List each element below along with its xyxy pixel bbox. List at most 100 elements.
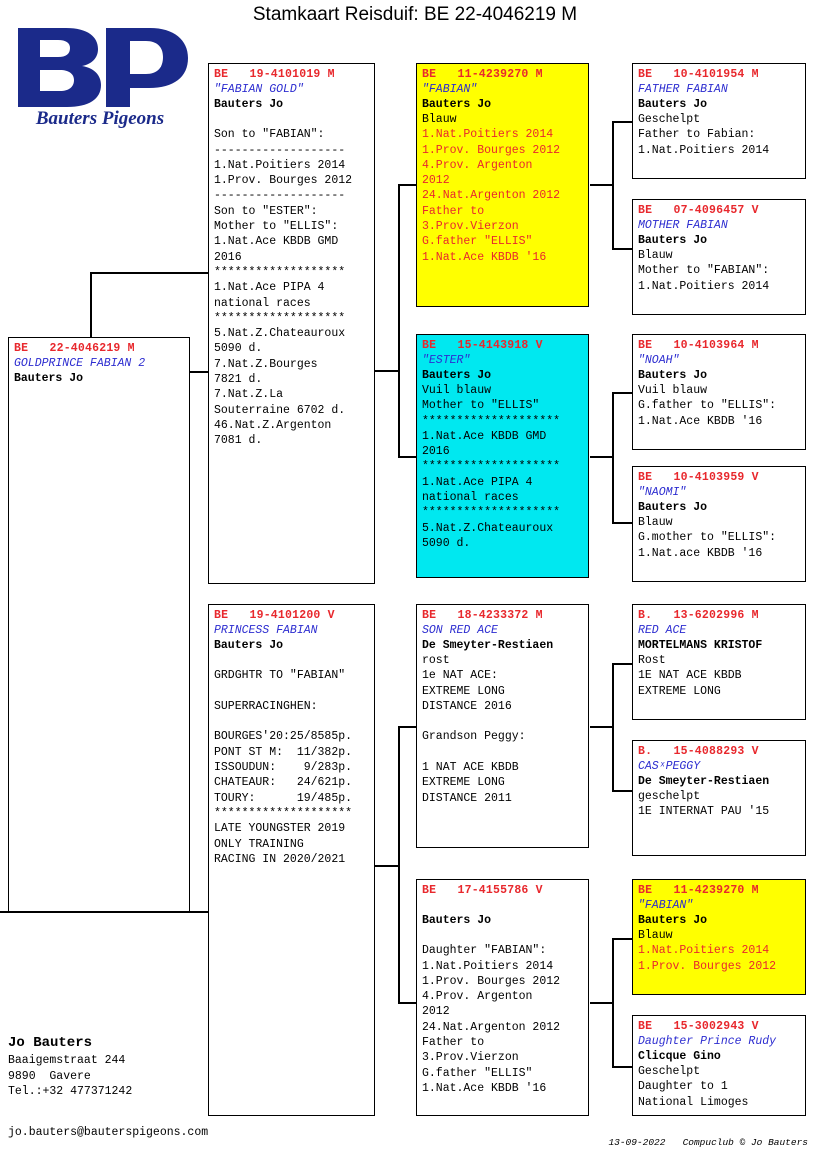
- owner-name: Bauters Jo: [638, 914, 708, 927]
- nickname: GOLDPRINCE FABIAN 2: [14, 357, 146, 370]
- connector: [398, 726, 416, 728]
- detail-lines: Son to "FABIAN": ------------------- 1.N…: [214, 128, 353, 448]
- bp-monogram-icon: [18, 28, 188, 107]
- pedigree-box-ds-dam[interactable]: B. 15-4088293 V CASˣPEGGY De Smeyter-Res…: [632, 740, 806, 856]
- nickname: "NAOMI": [638, 486, 687, 499]
- owner-name: Bauters Jo: [422, 914, 492, 927]
- logo-wordmark: Bauters Pigeons: [35, 108, 165, 129]
- pedigree-box-sire-sire[interactable]: BE 11-4239270 M "FABIAN" Bauters Jo Blau…: [416, 63, 589, 307]
- connector: [398, 184, 416, 186]
- connector: [398, 1002, 416, 1004]
- detail-lines: geschelpt 1E INTERNAT PAU '15: [638, 790, 770, 819]
- connector: [612, 938, 632, 940]
- nickname: SON RED ACE: [422, 624, 498, 637]
- pedigree-box-subject[interactable]: BE 22-4046219 M GOLDPRINCE FABIAN 2 Baut…: [8, 337, 190, 912]
- pedigree-box-sire-dam[interactable]: BE 15-4143918 V "ESTER" Bauters Jo Vuil …: [416, 334, 589, 578]
- owner-fullname: Jo Bauters: [8, 1035, 93, 1051]
- connector: [375, 370, 399, 372]
- owner-name: Bauters Jo: [422, 369, 492, 382]
- connector: [590, 726, 614, 728]
- pedigree-box-dam-sire[interactable]: BE 18-4233372 M SON RED ACE De Smeyter-R…: [416, 604, 589, 848]
- pedigree-box-ss-dam[interactable]: BE 07-4096457 V MOTHER FABIAN Bauters Jo…: [632, 199, 806, 315]
- ring-number: BE 07-4096457 V: [638, 204, 759, 217]
- connector: [590, 184, 614, 186]
- pedigree-box-sd-dam[interactable]: BE 10-4103959 V "NAOMI" Bauters Jo Blauw…: [632, 466, 806, 582]
- ring-number: BE 18-4233372 M: [422, 609, 543, 622]
- ring-number: B. 15-4088293 V: [638, 745, 759, 758]
- owner-name: Bauters Jo: [14, 372, 84, 385]
- nickname: CASˣPEGGY: [638, 760, 701, 773]
- owner-email[interactable]: jo.bauters@bauterspigeons.com: [8, 1126, 209, 1139]
- pedigree-box-sire[interactable]: BE 19-4101019 M "FABIAN GOLD" Bauters Jo…: [208, 63, 375, 584]
- connector: [612, 790, 632, 792]
- nickname: MOTHER FABIAN: [638, 219, 728, 232]
- detail-lines: Vuil blauw G.father to "ELLIS": 1.Nat.Ac…: [638, 384, 777, 428]
- connector: [590, 456, 614, 458]
- owner-name: Bauters Jo: [638, 234, 708, 247]
- detail-lines: Rost 1E NAT ACE KBDB EXTREME LONG: [638, 654, 742, 698]
- detail-lines: GRDGHTR TO "FABIAN" SUPERRACINGHEN: BOUR…: [214, 669, 353, 866]
- nickname: "FABIAN": [422, 83, 478, 96]
- nickname: "ESTER": [422, 354, 471, 367]
- detail-lines: Blauw: [638, 929, 673, 942]
- owner-address: Baaigemstraat 244 9890 Gavere Tel.:+32 4…: [8, 1054, 133, 1098]
- pedigree-box-dd-dam[interactable]: BE 15-3002943 V Daughter Prince Rudy Cli…: [632, 1015, 806, 1116]
- ring-number: BE 10-4101954 M: [638, 68, 759, 81]
- owner-name: MORTELMANS KRISTOF: [638, 639, 763, 652]
- connector: [612, 392, 632, 394]
- owner-contact-block: Jo Bauters Baaigemstraat 244 9890 Gavere…: [8, 1033, 132, 1100]
- ring-number: BE 19-4101200 V: [214, 609, 335, 622]
- detail-lines: Daughter "FABIAN": 1.Nat.Poitiers 2014 1…: [422, 944, 561, 1095]
- connector: [398, 184, 400, 456]
- nickname: FATHER FABIAN: [638, 83, 728, 96]
- detail-lines: Blauw Mother to "FABIAN": 1.Nat.Poitiers…: [638, 249, 770, 293]
- detail-lines: Vuil blauw Mother to "ELLIS" ***********…: [422, 384, 561, 550]
- owner-name: Clicque Gino: [638, 1050, 721, 1063]
- connector: [90, 272, 192, 274]
- ring-number: B. 13-6202996 M: [638, 609, 759, 622]
- ring-number: BE 15-4143918 V: [422, 339, 543, 352]
- owner-name: De Smeyter-Restiaen: [638, 775, 770, 788]
- owner-name: Bauters Jo: [638, 98, 708, 111]
- ring-number: BE 11-4239270 M: [422, 68, 543, 81]
- owner-name: De Smeyter-Restiaen: [422, 639, 554, 652]
- credits-line: 13-09-2022 Compuclub © Jo Bauters: [608, 1137, 808, 1148]
- ring-number: BE 11-4239270 M: [638, 884, 759, 897]
- connector: [375, 865, 399, 867]
- highlight-lines: 1.Nat.Poitiers 2014 1.Prov. Bourges 2012: [638, 944, 777, 973]
- bauters-pigeons-logo: Bauters Pigeons: [10, 22, 190, 132]
- owner-name: Bauters Jo: [638, 369, 708, 382]
- connector: [612, 522, 632, 524]
- pedigree-box-dd-sire[interactable]: BE 11-4239270 M "FABIAN" Bauters Jo Blau…: [632, 879, 806, 995]
- ring-number: BE 10-4103959 V: [638, 471, 759, 484]
- detail-lines: Geschelpt Daughter to 1 National Limoges: [638, 1065, 749, 1109]
- nickname: "FABIAN": [638, 899, 694, 912]
- ring-number: BE 15-3002943 V: [638, 1020, 759, 1033]
- connector: [398, 456, 416, 458]
- connector: [590, 1002, 614, 1004]
- owner-name: Bauters Jo: [638, 501, 708, 514]
- pedigree-box-ds-sire[interactable]: B. 13-6202996 M RED ACE MORTELMANS KRIST…: [632, 604, 806, 720]
- page-title: Stamkaart Reisduif: BE 22-4046219 M: [252, 4, 578, 25]
- detail-lines: Blauw: [422, 113, 457, 126]
- highlight-lines: 1.Nat.Poitiers 2014 1.Prov. Bourges 2012…: [422, 128, 561, 264]
- detail-lines: Geschelpt Father to Fabian: 1.Nat.Poitie…: [638, 113, 770, 157]
- connector: [612, 248, 632, 250]
- connector: [398, 726, 400, 1002]
- connector: [612, 663, 632, 665]
- pedigree-box-dam-dam[interactable]: BE 17-4155786 V Bauters Jo Daughter "FAB…: [416, 879, 589, 1116]
- pedigree-box-dam[interactable]: BE 19-4101200 V PRINCESS FABIAN Bauters …: [208, 604, 375, 1116]
- connector: [612, 121, 632, 123]
- nickname: Daughter Prince Rudy: [638, 1035, 777, 1048]
- pedigree-box-ss-sire[interactable]: BE 10-4101954 M FATHER FABIAN Bauters Jo…: [632, 63, 806, 179]
- ring-number: BE 22-4046219 M: [14, 342, 135, 355]
- owner-name: Bauters Jo: [214, 639, 284, 652]
- pedigree-box-sd-sire[interactable]: BE 10-4103964 M "NOAH" Bauters Jo Vuil b…: [632, 334, 806, 450]
- nickname: "FABIAN GOLD": [214, 83, 304, 96]
- detail-lines: rost 1e NAT ACE: EXTREME LONG DISTANCE 2…: [422, 654, 526, 805]
- ring-number: BE 17-4155786 V: [422, 884, 543, 897]
- connector: [612, 1066, 632, 1068]
- nickname: "NOAH": [638, 354, 680, 367]
- owner-name: Bauters Jo: [422, 98, 492, 111]
- ring-number: BE 19-4101019 M: [214, 68, 335, 81]
